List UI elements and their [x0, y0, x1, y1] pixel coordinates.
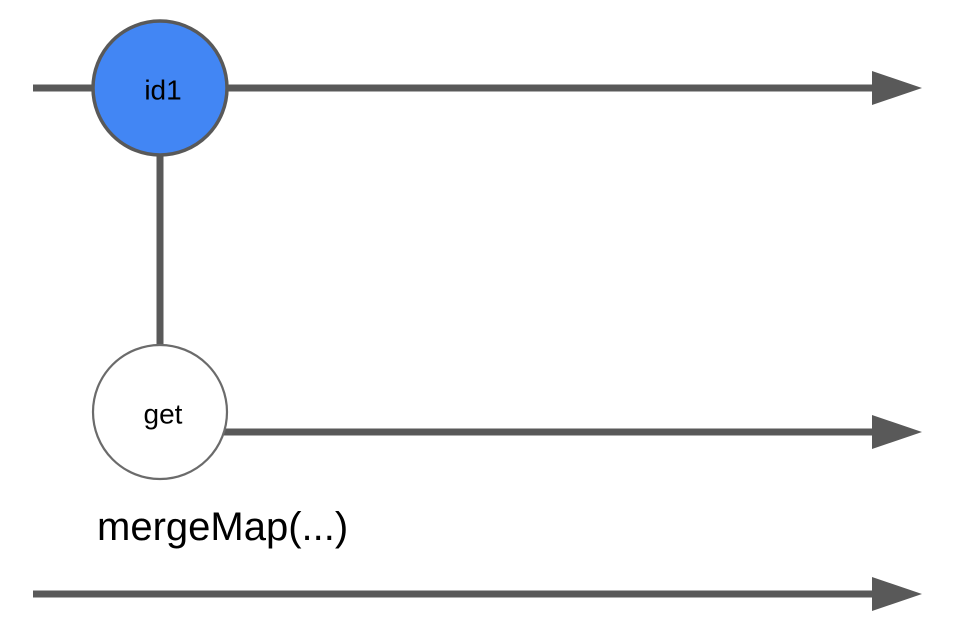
inner-arrow-head — [872, 415, 922, 449]
source-arrow-head — [872, 71, 922, 105]
inner-marble[interactable]: get — [91, 343, 229, 481]
source-timeline — [33, 71, 922, 105]
inner-marble-circle[interactable] — [91, 343, 229, 481]
inner-marble-label: get — [144, 399, 183, 430]
source-marble[interactable]: id1 — [91, 19, 229, 157]
source-marble-circle[interactable] — [91, 19, 229, 157]
output-timeline — [33, 577, 922, 611]
inner-timeline — [222, 415, 922, 449]
source-marble-label: id1 — [144, 75, 181, 106]
operator-label: mergeMap(...) — [97, 505, 348, 549]
output-arrow-head — [872, 577, 922, 611]
